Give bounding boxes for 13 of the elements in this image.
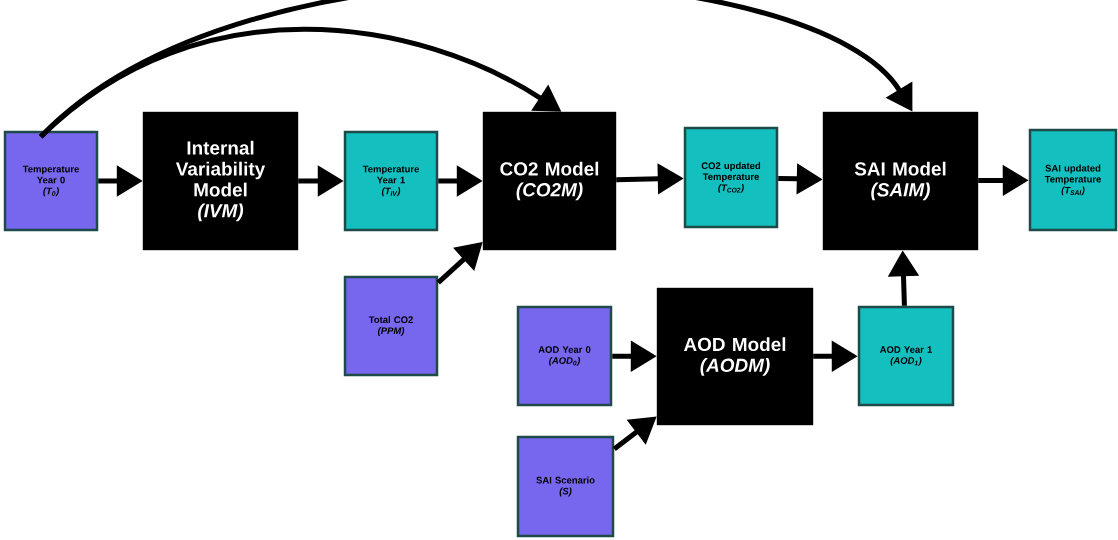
- model-box: SAI Model (SAIM): [822, 111, 979, 251]
- input-box: AOD Year 0 (AOD$_{0}$): [516, 305, 613, 407]
- output-box: SAI updated Temperature (T$_{SAI}$): [1028, 128, 1118, 232]
- input-box: Total CO2 (PPM): [343, 275, 439, 377]
- model-box: Internal Variability Model (IVM): [142, 111, 299, 251]
- output-box: CO2 updated Temperature (T$_{CO2}$): [683, 126, 779, 229]
- output-box: AOD Year 1 (AOD$_{1}$): [857, 305, 955, 407]
- model-box: CO2 Model (CO2M): [482, 111, 617, 251]
- model-box: AOD Model (AODM): [656, 287, 814, 426]
- curved-arrow: [39, 0, 913, 139]
- output-box: Temperature Year 1 (T$_{IV}$): [343, 130, 439, 232]
- input-box: SAI Scenario (S): [516, 435, 615, 538]
- input-box: Temperature Year 0 (T$_{0}$): [3, 130, 99, 232]
